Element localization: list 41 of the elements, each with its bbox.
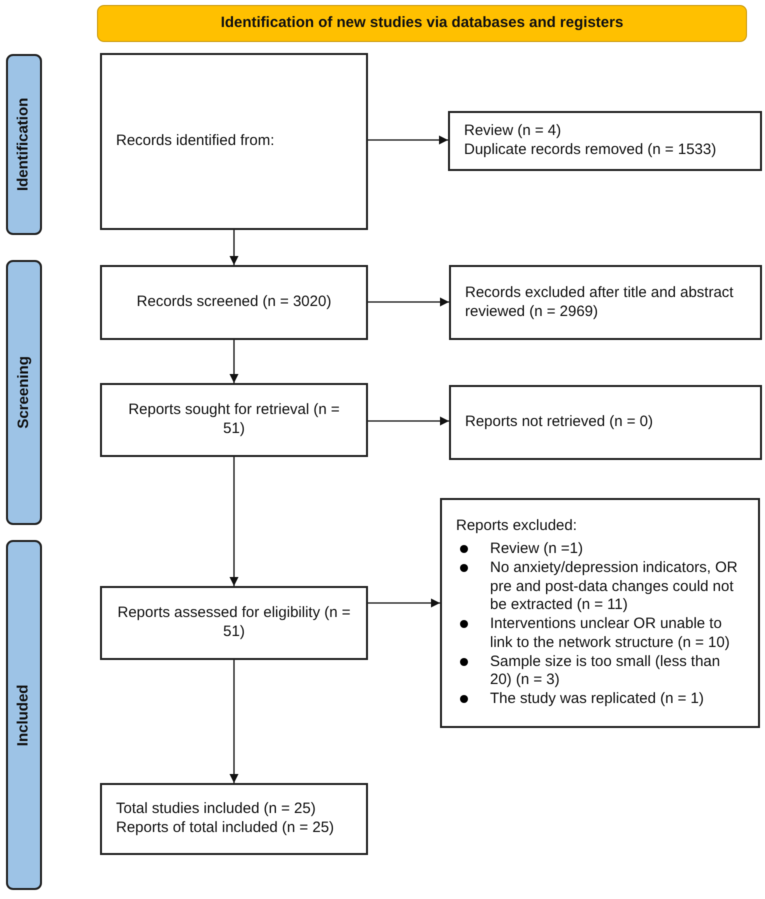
arrow (229, 340, 239, 383)
process-box (448, 111, 762, 171)
box-text: Duplicate records removed (n = 1533) (464, 141, 718, 160)
header-banner (97, 5, 747, 42)
arrow (368, 598, 440, 608)
arrow (229, 660, 239, 783)
arrow (229, 457, 239, 586)
list-item-text: Sample size is too small (less than 20) (n = 3) (490, 652, 722, 690)
process-box (100, 783, 368, 855)
arrow (368, 297, 449, 307)
arrow (368, 135, 448, 145)
banner-title: Identification of new studies via databases and registers (220, 14, 624, 33)
box-text: Reports excluded: (456, 517, 578, 536)
box-text: Records identified from: (116, 132, 276, 151)
process-box (100, 586, 368, 660)
phase-title: Screening (14, 356, 33, 429)
box-text: Reports assessed for eligibility (n = 51) (116, 604, 352, 642)
arrow (229, 230, 239, 265)
phase-label (6, 260, 42, 525)
process-box (100, 265, 368, 340)
box-text: Records excluded after title and abstract reviewed (n = 2969) (465, 284, 734, 322)
process-box (100, 53, 368, 230)
process-box (100, 383, 368, 457)
process-box (440, 498, 760, 728)
phase-label (6, 54, 42, 235)
list-item-text: Review (n =1) (490, 540, 583, 559)
box-text: Total studies included (n = 25) (116, 800, 317, 819)
phase-title: Identification (14, 98, 33, 192)
box-text: Reports of total included (n = 25) (116, 819, 336, 838)
list-item-text: No anxiety/depression indicators, OR pre and post-data changes could not be extracted (n = 11) (490, 558, 739, 615)
process-box (449, 385, 762, 460)
box-text: Reports sought for retrieval (n = 51) (127, 401, 341, 439)
list-item-text: The study was replicated (n = 1) (490, 690, 704, 709)
box-text: Review (n = 4) (464, 122, 562, 141)
box-text: Reports not retrieved (n = 0) (465, 413, 654, 432)
box-text: Records screened (n = 3020) (136, 293, 332, 312)
list-item-text: Interventions unclear OR unable to link to the network structure (n = 10) (490, 615, 731, 652)
arrow (368, 416, 449, 426)
phase-title: Included (14, 684, 33, 746)
process-box (449, 265, 762, 340)
phase-label (6, 540, 42, 890)
